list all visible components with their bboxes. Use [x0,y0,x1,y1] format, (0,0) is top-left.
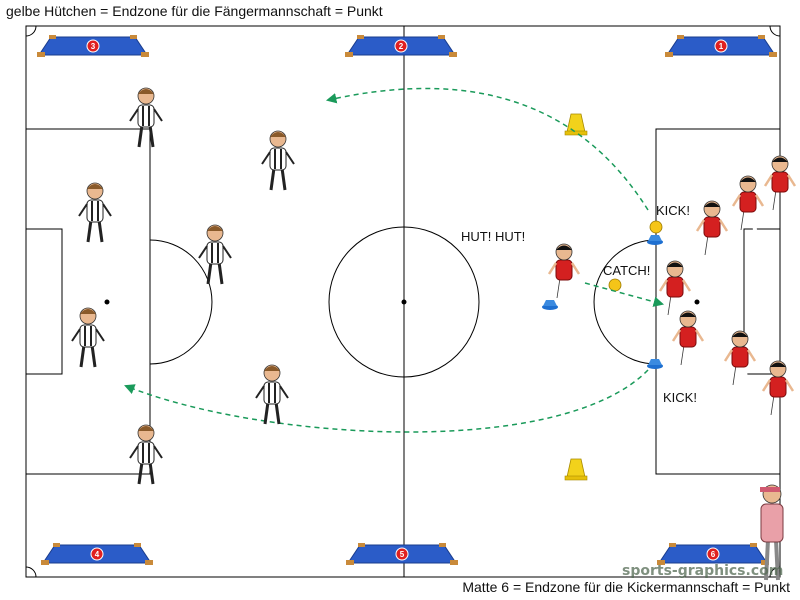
player-red [658,259,692,317]
yellow-cone-bottom [564,458,588,481]
center-spot [401,299,407,305]
yellow-cone-top [564,113,588,136]
player-white [70,306,106,369]
svg-text:1: 1 [719,42,724,51]
penalty-spot-right [694,299,700,305]
svg-text:6: 6 [711,550,716,559]
mat-1: 1 [664,34,778,58]
player-white [260,129,296,192]
blue-cone-bottom [647,359,663,369]
mat-4: 4 [40,542,154,566]
player-red [723,329,757,387]
player-white [77,181,113,244]
kick-arrow-top [325,87,649,211]
svg-text:4: 4 [95,550,100,559]
mat-6: 6 [656,542,770,566]
player-white [254,363,290,426]
mat-5: 5 [345,542,459,566]
watermark: sports-graphics.com [622,563,783,579]
bottom-caption: Matte 6 = Endzone für die Kickermannscha… [462,579,790,595]
ball-icon [608,278,622,292]
kick-arrow-bottom [124,369,649,433]
field-lines [25,25,781,578]
player-white [128,86,164,149]
player-red [695,199,729,257]
svg-text:2: 2 [399,42,404,51]
mat-2: 2 [344,34,458,58]
svg-text:3: 3 [91,42,96,51]
blue-cone-center [542,300,558,310]
top-caption: gelbe Hütchen = Endzone für die Fängerma… [6,3,383,19]
ball-icon [649,220,663,234]
catch-label: CATCH! [603,263,650,278]
coach [760,484,784,581]
blue-cone-top [647,235,663,245]
player-red [731,174,765,232]
kick-label-top: KICK! [656,203,690,218]
hut-label: HUT! HUT! [461,229,525,244]
player-white [128,423,164,486]
kick-label-bottom: KICK! [663,390,697,405]
svg-text:5: 5 [400,550,405,559]
penalty-spot-left [104,299,110,305]
player-red [761,359,795,417]
player-white [197,223,233,286]
snap-arrow [584,282,665,307]
player-red [671,309,705,367]
mat-3: 3 [36,34,150,58]
player-red-snapper [547,242,581,300]
